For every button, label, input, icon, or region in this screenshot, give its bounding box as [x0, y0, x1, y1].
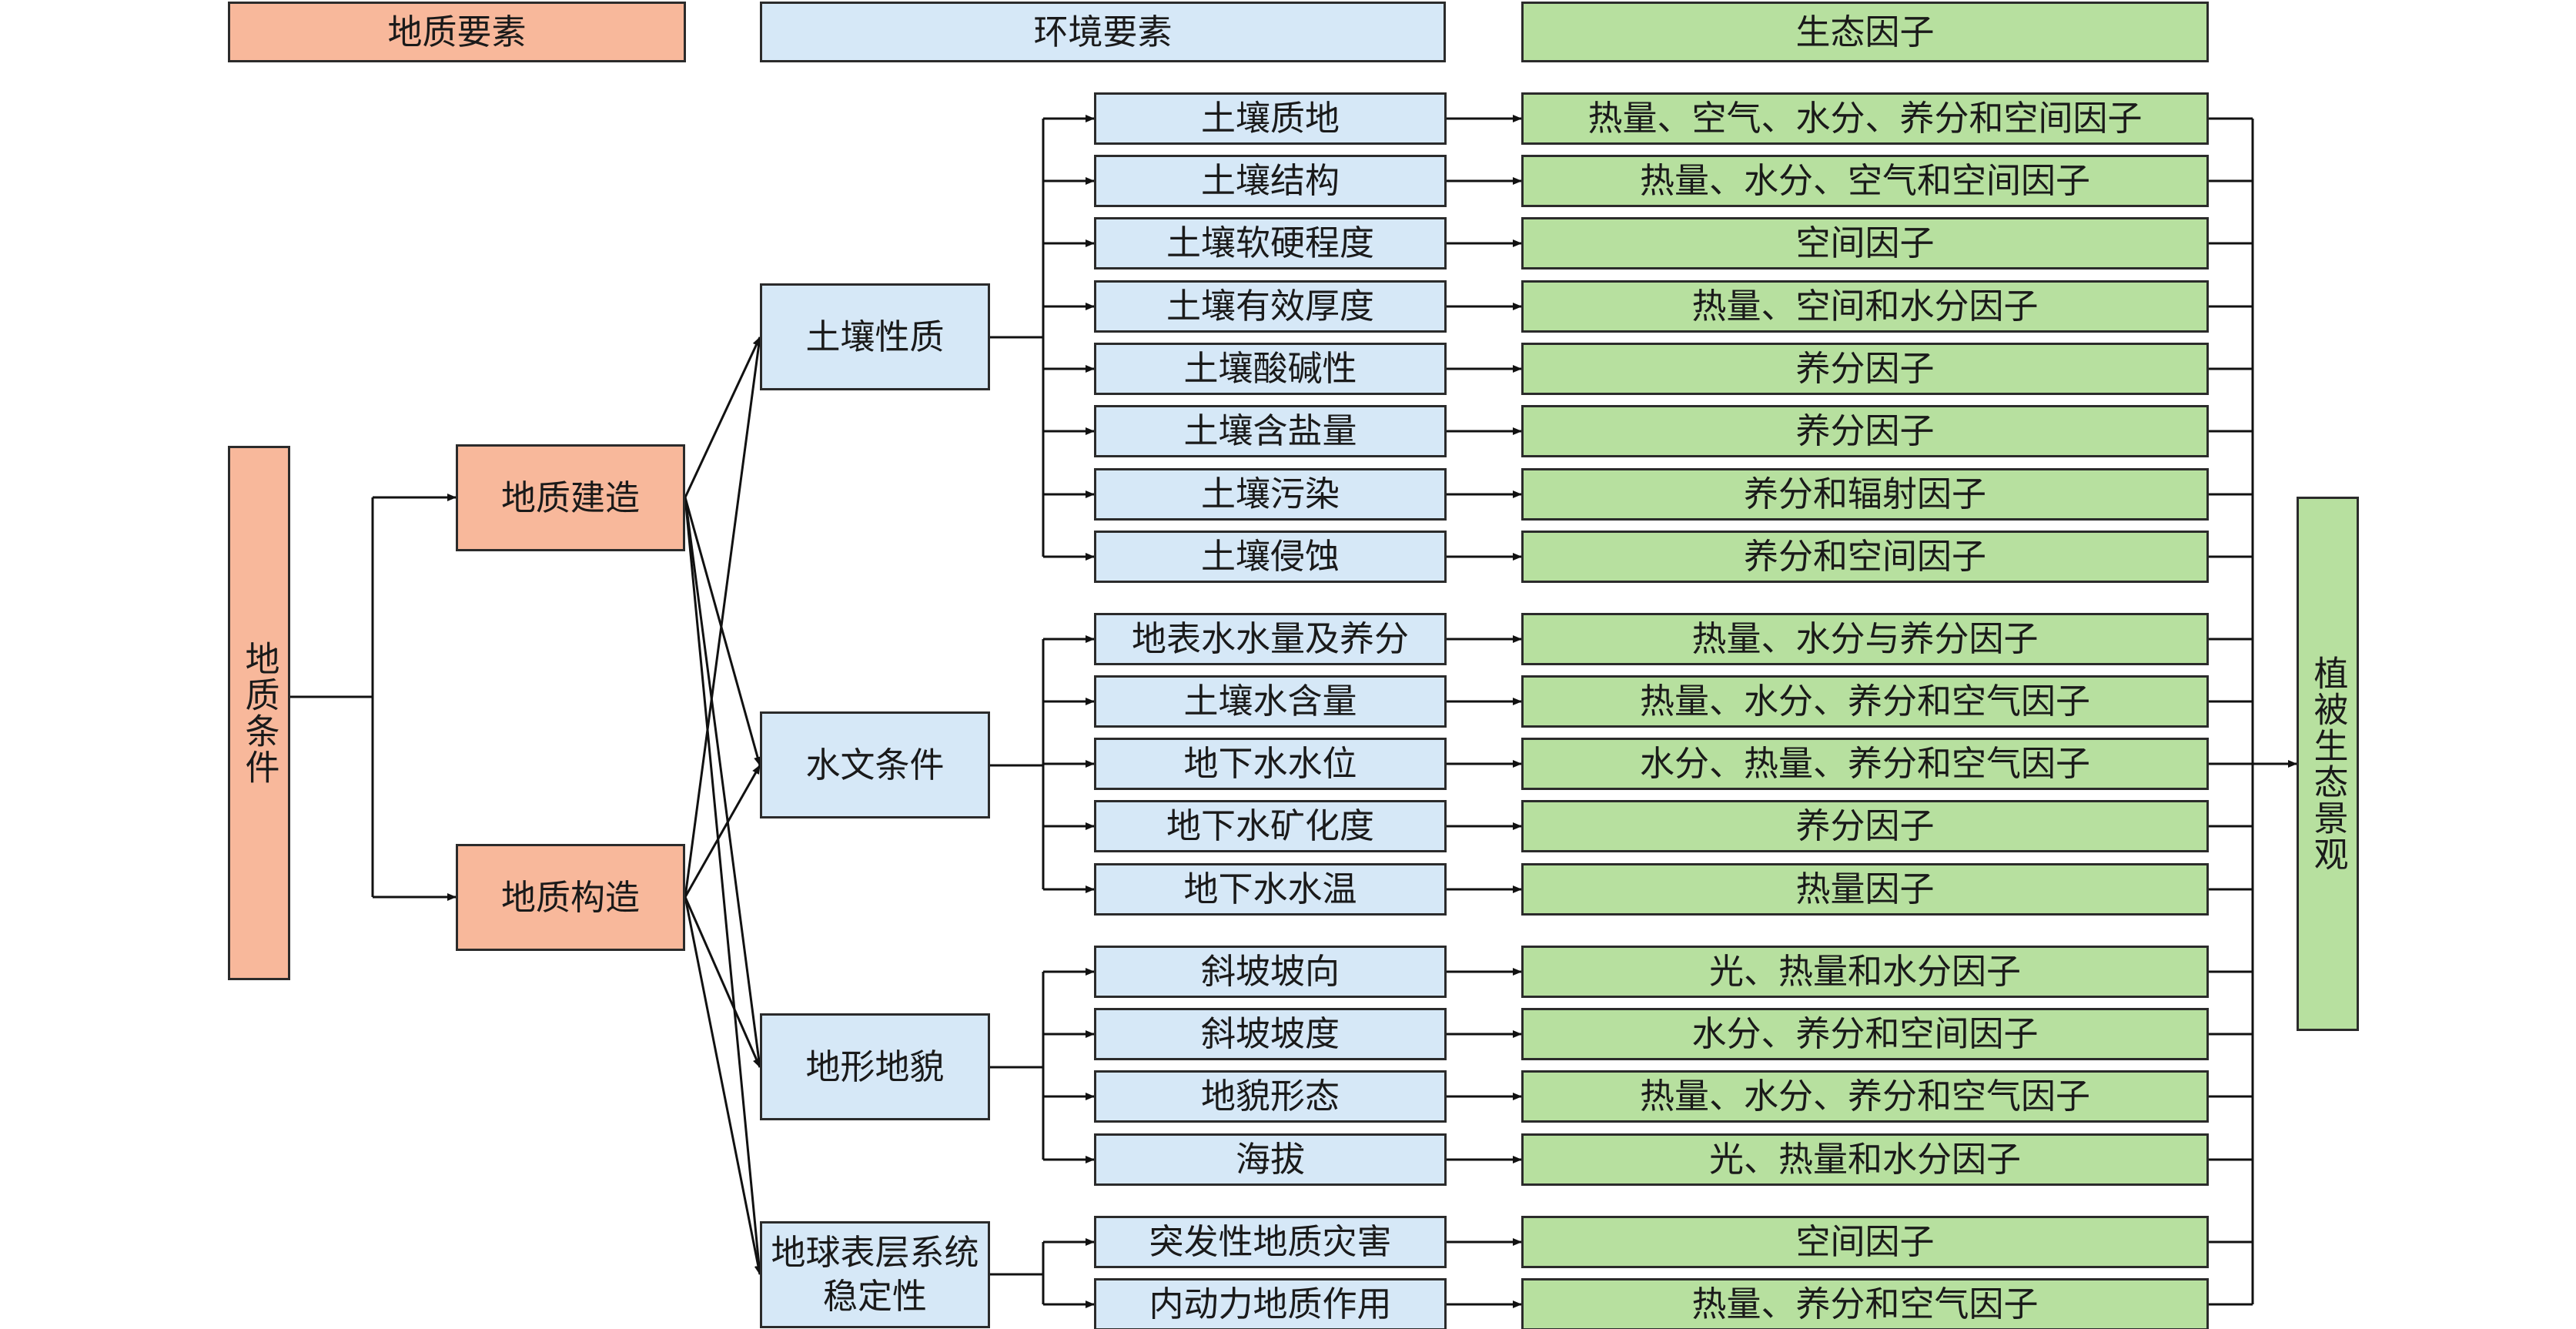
header-geology-elements: 地质要素	[228, 2, 686, 62]
factor-groundwater-temperature: 热量因子	[1521, 863, 2209, 916]
factor-soil-structure: 热量、水分、空气和空间因子	[1521, 155, 2209, 207]
factor-groundwater-level: 水分、热量、养分和空气因子	[1521, 738, 2209, 790]
element-soil-erosion: 土壤侵蚀	[1094, 531, 1447, 583]
connector-structure-to-soil	[684, 336, 763, 898]
group-node-hydrology: 水文条件	[760, 711, 990, 818]
element-slope-aspect: 斜坡坡向	[1094, 946, 1447, 998]
element-groundwater-level: 地下水水位	[1094, 738, 1447, 790]
group-node-surface-system-stability: 地球表层系统稳定性	[760, 1221, 990, 1328]
factor-soil-erosion: 养分和空间因子	[1521, 531, 2209, 583]
header-ecological-factors: 生态因子	[1521, 2, 2209, 62]
group-node-soil-properties: 土壤性质	[760, 283, 990, 390]
factor-soil-texture: 热量、空气、水分、养分和空间因子	[1521, 92, 2209, 145]
factor-slope-aspect: 光、热量和水分因子	[1521, 946, 2209, 998]
element-groundwater-temperature: 地下水水温	[1094, 863, 1447, 916]
element-soil-pollution: 土壤污染	[1094, 468, 1447, 521]
connector-formation-to-hydrology	[684, 497, 761, 766]
geology-node-structure: 地质构造	[456, 844, 685, 951]
element-soil-hardness: 土壤软硬程度	[1094, 217, 1447, 269]
element-soil-salinity: 土壤含盐量	[1094, 405, 1447, 457]
factor-groundwater-mineralization: 养分因子	[1521, 800, 2209, 852]
element-soil-texture: 土壤质地	[1094, 92, 1447, 145]
connector-formation-to-soil	[684, 336, 761, 498]
connector-formation-to-stability	[684, 497, 763, 1275]
factor-soil-water-content: 热量、水分、养分和空气因子	[1521, 675, 2209, 728]
header-environment-elements: 环境要素	[760, 2, 1446, 62]
element-landform-shape: 地貌形态	[1094, 1070, 1447, 1123]
factor-sudden-geohazard: 空间因子	[1521, 1216, 2209, 1268]
root-geological-conditions: 地质条件	[228, 446, 290, 980]
element-sudden-geohazard: 突发性地质灾害	[1094, 1216, 1447, 1268]
connector-structure-to-landform	[684, 896, 761, 1068]
connector-structure-to-stability	[684, 896, 762, 1275]
connector-structure-to-hydrology	[684, 765, 761, 898]
element-soil-effective-thickness: 土壤有效厚度	[1094, 280, 1447, 333]
element-soil-structure: 土壤结构	[1094, 155, 1447, 207]
factor-soil-pollution: 养分和辐射因子	[1521, 468, 2209, 521]
group-node-landform: 地形地貌	[760, 1013, 990, 1120]
factor-surface-water: 热量、水分与养分因子	[1521, 613, 2209, 665]
target-vegetation-ecological-landscape: 植被生态景观	[2297, 497, 2359, 1031]
factor-endogenic-geological-action: 热量、养分和空气因子	[1521, 1278, 2209, 1329]
connector-formation-to-landform	[684, 497, 763, 1068]
factor-soil-salinity: 养分因子	[1521, 405, 2209, 457]
element-altitude: 海拔	[1094, 1133, 1447, 1186]
factor-soil-ph: 养分因子	[1521, 343, 2209, 395]
factor-altitude: 光、热量和水分因子	[1521, 1133, 2209, 1186]
element-groundwater-mineralization: 地下水矿化度	[1094, 800, 1447, 852]
element-surface-water: 地表水水量及养分	[1094, 613, 1447, 665]
element-endogenic-geological-action: 内动力地质作用	[1094, 1278, 1447, 1329]
element-soil-water-content: 土壤水含量	[1094, 675, 1447, 728]
factor-landform-shape: 热量、水分、养分和空气因子	[1521, 1070, 2209, 1123]
element-soil-ph: 土壤酸碱性	[1094, 343, 1447, 395]
geology-node-formation: 地质建造	[456, 444, 685, 551]
factor-soil-hardness: 空间因子	[1521, 217, 2209, 269]
factor-slope-gradient: 水分、养分和空间因子	[1521, 1008, 2209, 1060]
factor-soil-effective-thickness: 热量、空间和水分因子	[1521, 280, 2209, 333]
element-slope-gradient: 斜坡坡度	[1094, 1008, 1447, 1060]
